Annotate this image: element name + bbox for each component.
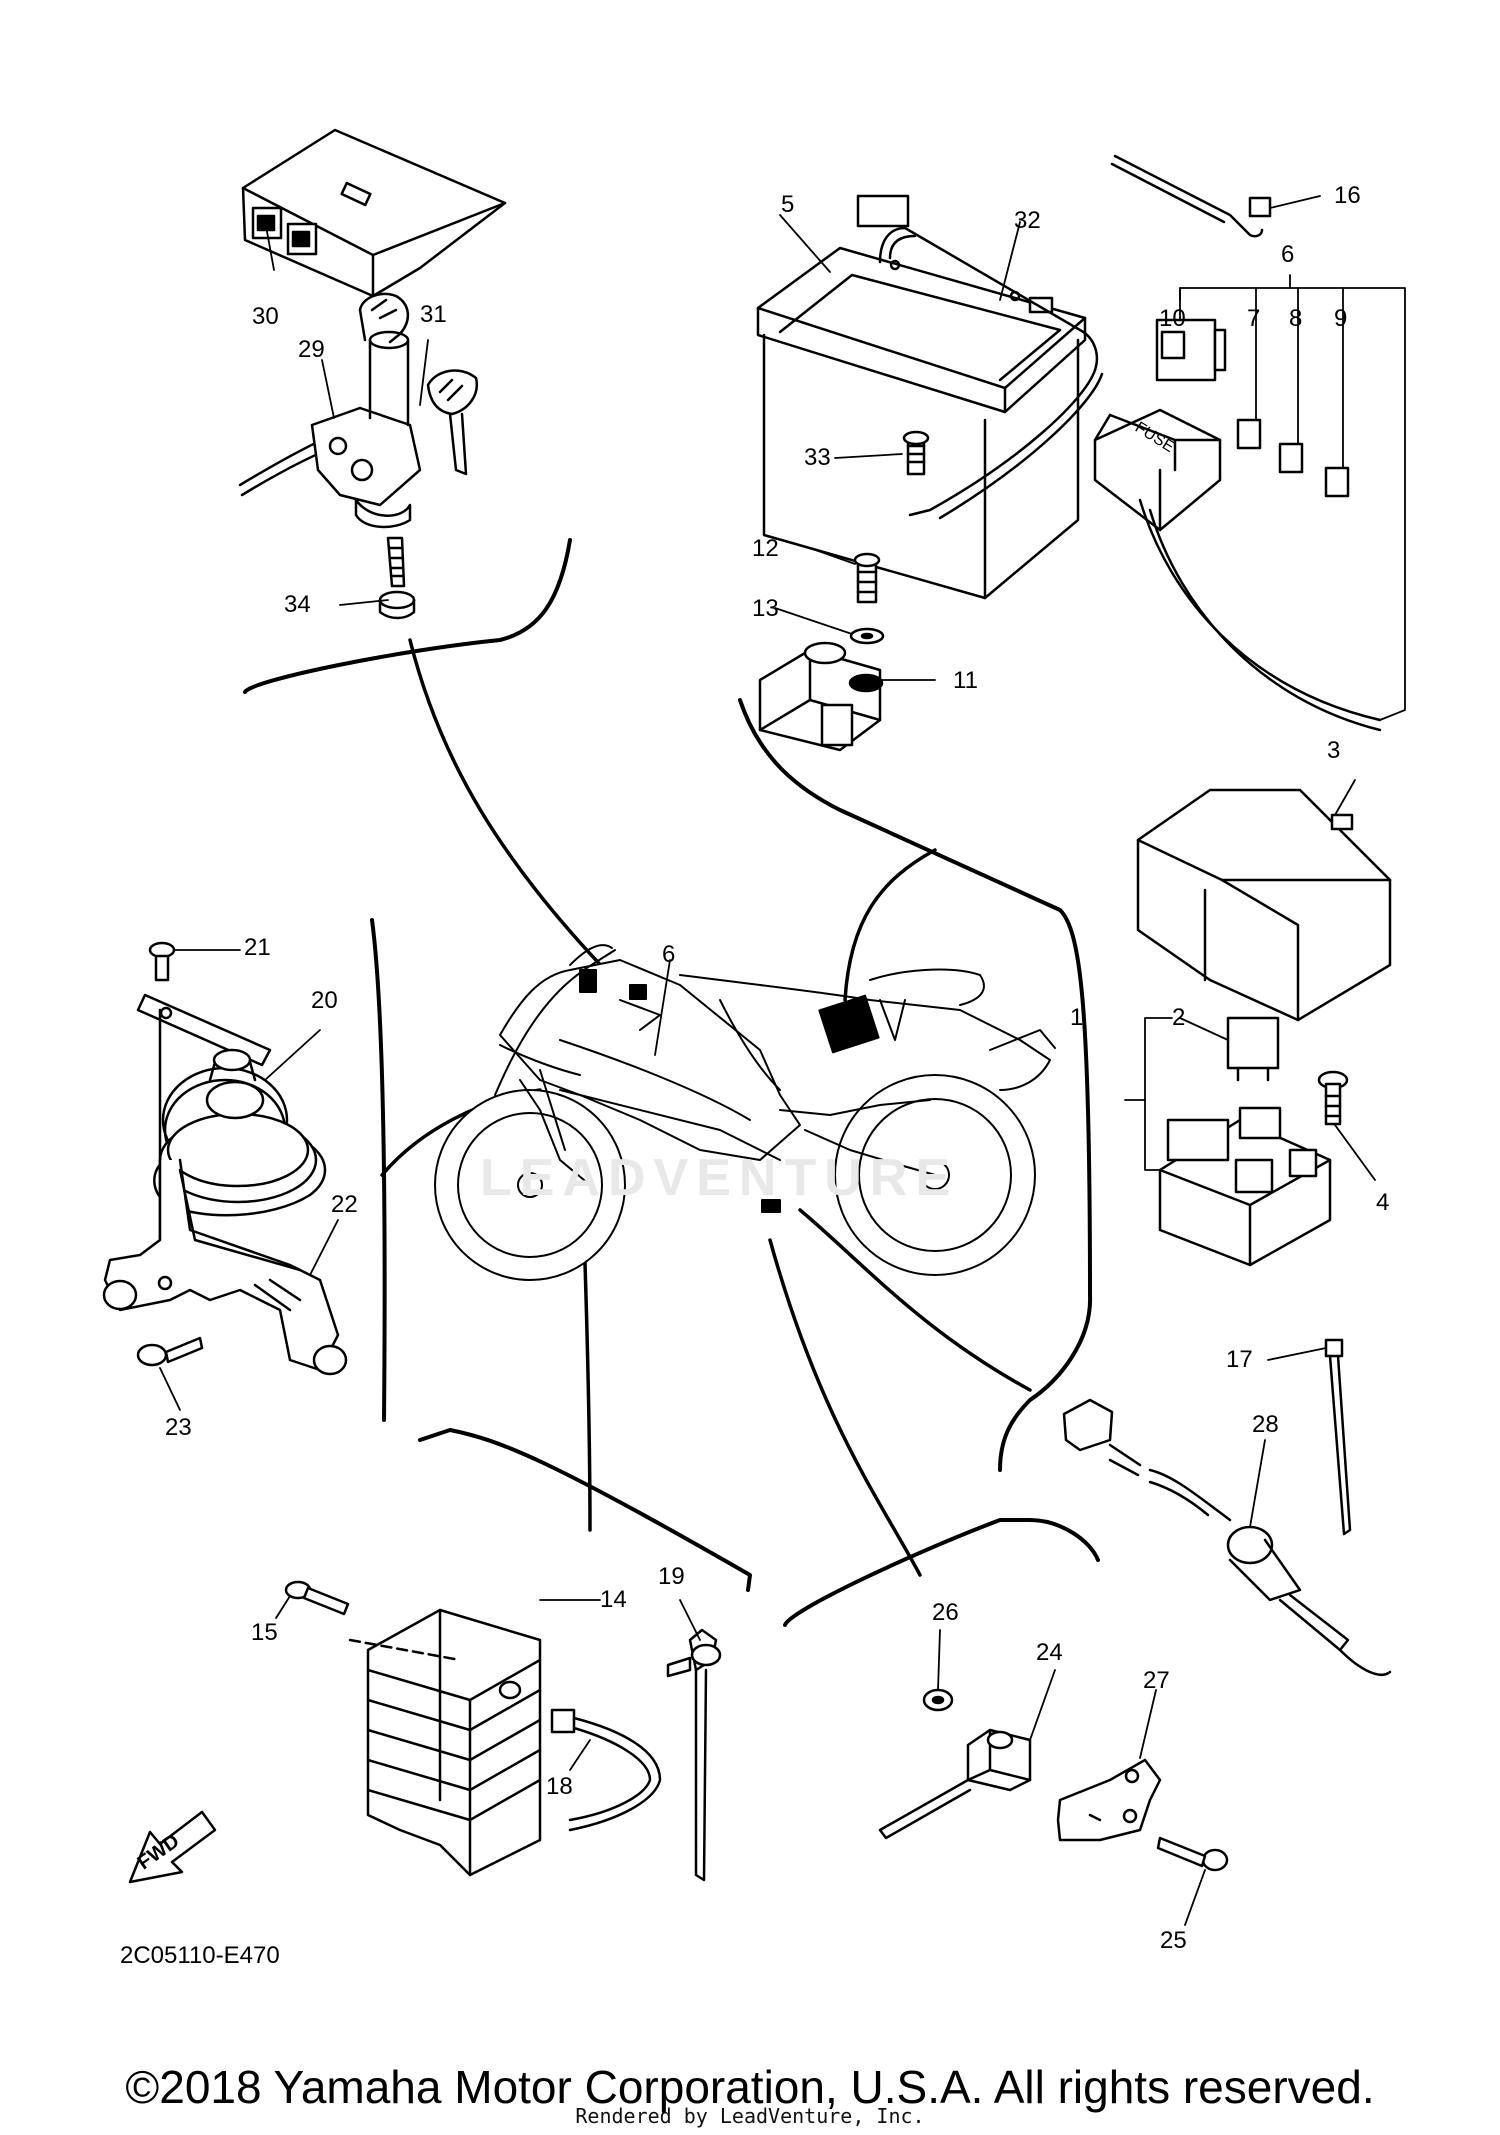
label-part-22: 22 xyxy=(331,1191,358,1218)
rendered-by-credit: Rendered by LeadVenture, Inc. xyxy=(575,2104,925,2128)
regulator-bolt xyxy=(284,1580,350,1616)
section-bracket-top-left xyxy=(243,538,572,694)
battery xyxy=(756,246,1087,600)
diagram-code: 2C05110-E470 xyxy=(120,1942,280,1969)
relay-cover xyxy=(1136,788,1392,1022)
fuse-wire-16 xyxy=(1110,154,1272,238)
label-part-28: 28 xyxy=(1252,1411,1279,1438)
label-part-27: 27 xyxy=(1143,1667,1170,1694)
clamp-18 xyxy=(550,1708,662,1832)
label-part-30: 30 xyxy=(252,303,279,330)
relay-fuse-2 xyxy=(1226,1016,1280,1082)
relay-bolt-4 xyxy=(1317,1070,1349,1126)
starter-relay xyxy=(1158,1106,1332,1267)
fuse-relay-10 xyxy=(1155,318,1227,382)
sensor-24 xyxy=(878,1728,1032,1840)
fuse-9 xyxy=(1324,466,1350,498)
ignition-bolt xyxy=(378,536,416,620)
label-leaders xyxy=(159,195,1406,1926)
label-part-20: 20 xyxy=(311,987,338,1014)
section-bracket-right xyxy=(998,1293,1093,1472)
battery-lead xyxy=(856,194,1104,520)
label-part-33: 33 xyxy=(804,444,831,471)
ecu-unit xyxy=(241,128,507,298)
label-part-29: 29 xyxy=(298,336,325,363)
label-part-14: 14 xyxy=(600,1586,627,1613)
label-part-8: 8 xyxy=(1289,305,1303,332)
horn-bolt-23 xyxy=(136,1336,204,1367)
label-part-4: 4 xyxy=(1376,1189,1390,1216)
fuse-7 xyxy=(1236,418,1262,450)
battery-washer-13 xyxy=(849,627,885,645)
clamp-19 xyxy=(666,1628,722,1882)
sensor-bolt-25 xyxy=(1156,1836,1229,1872)
section-bracket-bottom-left xyxy=(418,1428,752,1592)
sensor-plate-27 xyxy=(1056,1758,1162,1842)
fuse-box xyxy=(1093,408,1382,732)
label-part-11: 11 xyxy=(953,667,978,694)
section-bracket-top-right xyxy=(738,698,1092,1297)
battery-bolt xyxy=(902,430,930,476)
fwd-arrow: FWD xyxy=(128,1810,217,1884)
label-part-23: 23 xyxy=(165,1414,192,1441)
label-part-13: 13 xyxy=(752,595,779,622)
horn-bracket xyxy=(102,1158,348,1376)
label-part-26: 26 xyxy=(932,1599,959,1626)
horn xyxy=(136,993,327,1287)
motorcycle-illustration xyxy=(434,944,1056,1281)
label-part-19: 19 xyxy=(658,1563,685,1590)
label-part-16: 16 xyxy=(1334,182,1361,209)
ignition-key xyxy=(426,369,479,476)
sensor-collar-26 xyxy=(922,1688,954,1712)
label-part-1: 1 xyxy=(1070,1004,1084,1031)
label-part-9: 9 xyxy=(1334,305,1348,332)
label-part-10: 10 xyxy=(1159,305,1186,332)
sensor-28 xyxy=(1062,1398,1392,1676)
label-part-15: 15 xyxy=(251,1619,278,1646)
section-bracket-bottom-right xyxy=(783,1518,1100,1627)
watermark: LEADVENTURE xyxy=(480,1149,959,1207)
battery-band-holder xyxy=(758,641,884,752)
copyright-notice: ©2018 Yamaha Motor Corporation, U.S.A. A… xyxy=(125,2061,1375,2113)
label-part-7: 7 xyxy=(1247,305,1261,332)
ignition-switch xyxy=(238,292,422,529)
label-part-18: 18 xyxy=(546,1773,573,1800)
label-part-24: 24 xyxy=(1036,1639,1063,1666)
cable-tie-17 xyxy=(1324,1338,1352,1536)
label-part-17: 17 xyxy=(1226,1346,1253,1373)
label-part-12: 12 xyxy=(752,535,779,562)
label-part-31: 31 xyxy=(420,301,447,328)
label-part-2: 2 xyxy=(1172,1004,1186,1031)
label-part-21: 21 xyxy=(244,934,271,961)
battery-bolt-12 xyxy=(853,552,881,604)
label-part-3: 3 xyxy=(1327,737,1341,764)
label-part-6: 6 xyxy=(1281,241,1295,268)
label-part-5: 5 xyxy=(781,191,795,218)
horn-bolt-21 xyxy=(148,941,176,982)
label-part-32: 32 xyxy=(1014,207,1041,234)
fuse-8 xyxy=(1278,442,1304,474)
rectifier-regulator xyxy=(348,1608,542,1877)
label-part-34: 34 xyxy=(284,591,311,618)
label-part-6-bike: 6 xyxy=(662,941,676,968)
label-part-25: 25 xyxy=(1160,1927,1187,1954)
section-bracket-left xyxy=(370,918,387,1422)
